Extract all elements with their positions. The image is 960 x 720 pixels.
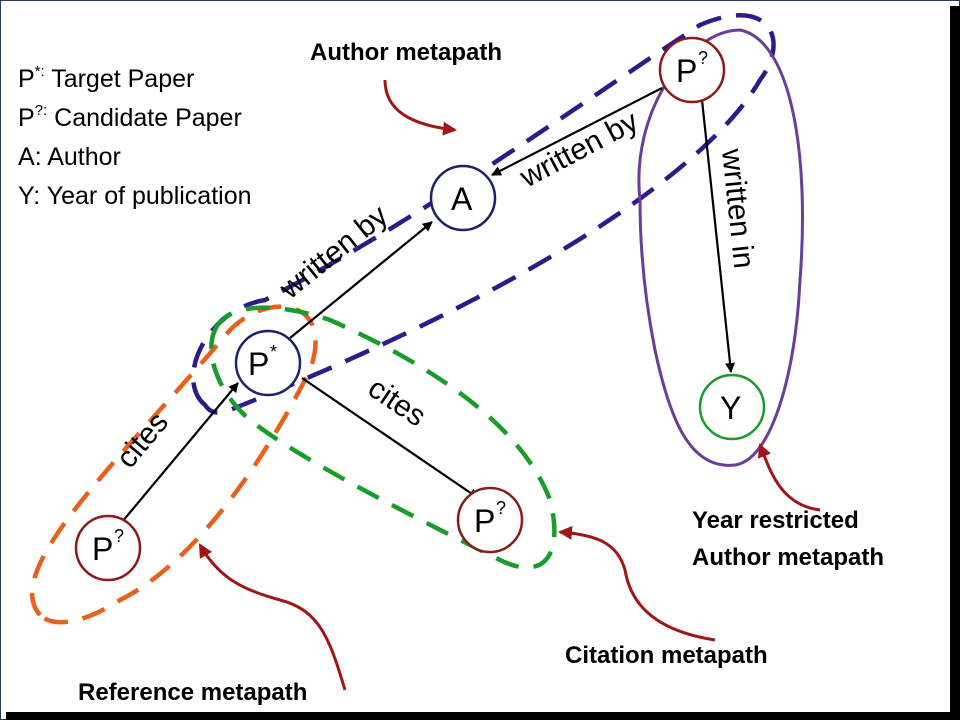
- label-reference-metapath: Reference metapath: [78, 679, 307, 706]
- legend: P*: Target Paper P?: Candidate Paper A: …: [18, 60, 252, 216]
- legend-sup: ?:: [34, 101, 48, 119]
- node-author: A: [429, 164, 497, 232]
- edge-label-candidate-written-in: written in: [715, 146, 760, 270]
- node-sup: ?: [496, 498, 506, 518]
- edges: [121, 87, 736, 523]
- edge-label-target-cites: cites: [362, 371, 432, 433]
- node-candidate-citation: P ?: [456, 486, 524, 554]
- edge-label-candidate-written-by: written by: [514, 105, 644, 195]
- node-year: Y: [698, 373, 766, 441]
- legend-item-candidate: P?: Candidate Paper: [18, 99, 252, 138]
- node-label: P: [92, 531, 113, 567]
- edge-target-written-by: [289, 221, 433, 339]
- label-citation-metapath: Citation metapath: [565, 642, 768, 669]
- node-label: Y: [720, 390, 741, 426]
- legend-symbol: P: [18, 65, 35, 93]
- edge-label-ref-cites: cites: [110, 406, 175, 474]
- callout-arrow-author: [383, 79, 457, 136]
- label-author-metapath: Author metapath: [310, 39, 502, 66]
- callout-arrow-citation: [558, 525, 716, 642]
- edge-candidate-written-in: [700, 99, 736, 373]
- reference-metapath-outline: [29, 304, 318, 625]
- author-metapath-outline: [191, 13, 776, 415]
- slide-shadow-bottom: [6, 712, 960, 720]
- label-year-restricted-line2: Author metapath: [692, 544, 884, 571]
- label-year-restricted-line1: Year restricted: [692, 507, 859, 534]
- slide-shadow-right: [950, 6, 960, 720]
- legend-symbol: A: [18, 143, 35, 171]
- node-sup: *: [270, 342, 277, 362]
- node-label: P: [248, 346, 269, 382]
- legend-symbol: Y: [18, 182, 34, 210]
- legend-item-author: A: Author: [18, 138, 252, 177]
- node-label: P: [474, 503, 495, 539]
- legend-sup: *:: [34, 62, 45, 80]
- node-sup: ?: [698, 48, 708, 68]
- legend-item-year: Y: Year of publication: [18, 177, 252, 216]
- edge-label-target-written-by: written by: [273, 199, 394, 306]
- year-restricted-metapath-outline: [637, 28, 804, 467]
- callout-arrow-year-restricted: [757, 443, 821, 512]
- legend-text: : Author: [34, 143, 121, 171]
- callout-arrow-reference: [198, 543, 347, 691]
- legend-item-target: P*: Target Paper: [18, 60, 252, 99]
- legend-symbol: P: [18, 104, 35, 132]
- node-candidate-top: P ?: [658, 36, 726, 104]
- legend-text: : Year of publication: [33, 182, 252, 210]
- node-sup: ?: [114, 526, 124, 546]
- legend-text: Candidate Paper: [47, 104, 242, 132]
- edge-ref-cites: [121, 382, 239, 523]
- citation-metapath-outline: [209, 305, 557, 570]
- node-candidate-reference: P ?: [74, 514, 142, 582]
- node-label: P: [676, 53, 697, 89]
- node-label: A: [451, 181, 473, 217]
- node-target-paper: P *: [234, 329, 302, 397]
- edge-target-cites: [301, 377, 479, 499]
- legend-text: Target Paper: [44, 65, 195, 93]
- edge-candidate-written-by: [491, 87, 663, 176]
